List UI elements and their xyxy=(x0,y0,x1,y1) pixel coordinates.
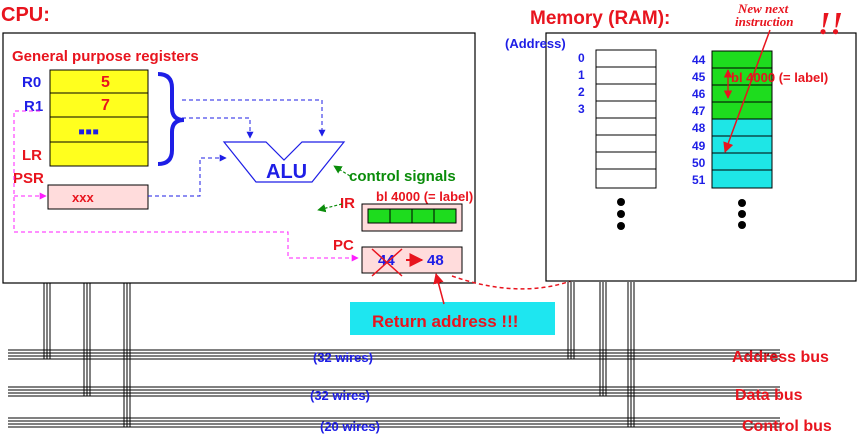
register-r1-value: 7 xyxy=(101,97,110,114)
ir-instruction-text: bl 4000 (= label) xyxy=(376,189,473,204)
address-label: 3 xyxy=(578,102,585,116)
memory-left-column xyxy=(595,49,657,189)
register-r0-label: R0 xyxy=(22,74,41,91)
address-label: 51 xyxy=(692,173,706,187)
memory-right-dots xyxy=(738,199,746,229)
memory-right-addresses: 44 45 46 47 48 49 50 51 xyxy=(692,53,706,187)
register-brace xyxy=(157,72,185,166)
memory-left-addresses: 0 1 2 3 xyxy=(578,51,585,116)
pc-feed-paths xyxy=(13,110,359,262)
memory-address-header: (Address) xyxy=(505,36,566,51)
control-bus-wires: (20 wires) xyxy=(320,419,380,434)
alu-shape xyxy=(222,141,346,183)
memory-title: Memory (RAM): xyxy=(530,8,670,29)
bus-labels: (32 wires) Address bus (32 wires) Data b… xyxy=(310,349,832,435)
new-next-label-line1: New next xyxy=(737,1,789,16)
memory-right-column xyxy=(711,50,773,189)
cpu-title: CPU: xyxy=(1,4,50,26)
return-address-box xyxy=(350,302,555,335)
register-r1-label: R1 xyxy=(24,98,43,115)
control-bus-name: Control bus xyxy=(742,418,832,435)
ir-control-arrow xyxy=(317,203,343,213)
address-label: 47 xyxy=(692,104,706,118)
memory-left-dots xyxy=(617,198,625,230)
psr-value: xxx xyxy=(72,190,94,205)
address-label: 0 xyxy=(578,51,585,65)
address-label: 45 xyxy=(692,70,706,84)
psr-alu-arrow xyxy=(148,154,227,197)
address-label: 1 xyxy=(578,68,585,82)
return-address-arrow xyxy=(433,272,445,305)
psr-label: PSR xyxy=(13,170,44,187)
new-next-label-line2: instruction xyxy=(735,14,794,29)
ir-label: IR xyxy=(340,195,355,212)
bus-lines xyxy=(8,282,780,428)
return-address-label: Return address !!! xyxy=(372,312,518,331)
memory-instruction-text: bl 4000 (= label) xyxy=(731,70,828,85)
register-r0-value: 5 xyxy=(101,74,110,91)
data-bus-name: Data bus xyxy=(735,387,803,404)
address-label: 46 xyxy=(692,87,706,101)
data-bus-wires: (32 wires) xyxy=(310,388,370,403)
register-ellipsis: ▪▪▪ xyxy=(78,121,99,143)
address-label: 48 xyxy=(692,121,706,135)
pc-label: PC xyxy=(333,237,354,254)
alu-label: ALU xyxy=(266,161,307,183)
new-next-arrow xyxy=(723,29,771,153)
address-label: 2 xyxy=(578,85,585,99)
address-bus-wires: (32 wires) xyxy=(313,350,373,365)
alu-input-arrows xyxy=(182,99,326,139)
control-signals-label: control signals xyxy=(349,168,456,185)
pc-old-value: 44 xyxy=(378,252,395,269)
address-label: 50 xyxy=(692,156,706,170)
pc-cross-out xyxy=(371,248,403,277)
pc-new-value: 48 xyxy=(427,252,444,269)
address-bus-name: Address bus xyxy=(732,349,829,366)
address-label: 44 xyxy=(692,53,706,67)
ir-register xyxy=(361,203,463,232)
control-signals-arrow xyxy=(333,165,351,177)
register-lr-label: LR xyxy=(22,147,42,164)
address-label: 49 xyxy=(692,139,706,153)
gpr-title: General purpose registers xyxy=(12,48,199,65)
psr-register xyxy=(47,184,149,210)
new-next-exclaim: !! xyxy=(818,5,843,41)
